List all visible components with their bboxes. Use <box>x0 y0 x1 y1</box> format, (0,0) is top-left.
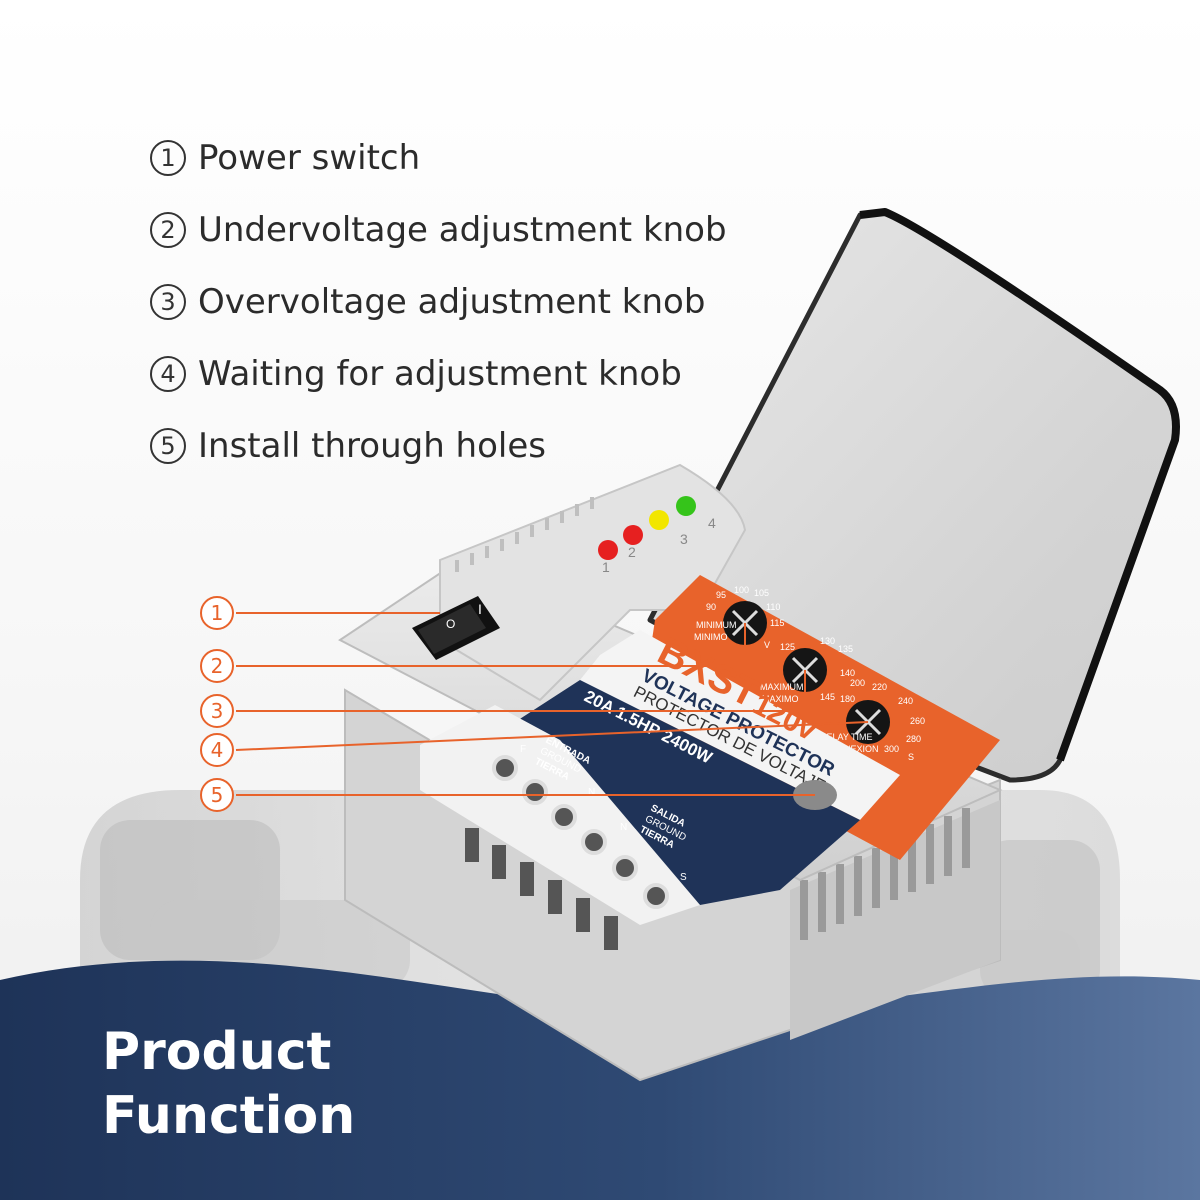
scale3-3: 240 <box>898 696 913 706</box>
knob3-unit: S <box>908 752 914 762</box>
svg-text:O: O <box>446 617 455 631</box>
legend-number: 1 <box>150 140 186 176</box>
scale1-5: 115 <box>770 618 784 628</box>
knob1-unit: V <box>764 640 770 650</box>
feature-legend: 1 Power switch 2 Undervoltage adjustment… <box>150 122 727 482</box>
scale1-3: 105 <box>754 588 769 598</box>
legend-item-power-switch: 1 Power switch <box>150 122 727 194</box>
scale3-5: 280 <box>906 734 921 744</box>
led-label-1: 1 <box>602 559 610 575</box>
callout-2: 2 <box>200 649 234 683</box>
knob1-label2: MINIMO <box>694 632 728 642</box>
callout-1: 1 <box>200 596 234 630</box>
led-label-4: 4 <box>708 515 716 531</box>
terminal-s-label: S <box>680 872 687 883</box>
legend-item-waiting: 4 Waiting for adjustment knob <box>150 338 727 410</box>
legend-number: 3 <box>150 284 186 320</box>
terminal-f-label: F <box>520 744 526 755</box>
led-red-1 <box>598 540 618 560</box>
page-title: Product Function <box>102 1020 355 1148</box>
terminal-n1-label: N <box>588 787 595 798</box>
knob1-label1: MINIMUM <box>696 620 737 630</box>
callout-3: 3 <box>200 694 234 728</box>
led-green <box>676 496 696 516</box>
scale3-1: 200 <box>850 678 865 688</box>
callout-4: 4 <box>200 733 234 767</box>
legend-label: Overvoltage adjustment knob <box>198 282 706 322</box>
led-yellow <box>649 510 669 530</box>
legend-label: Undervoltage adjustment knob <box>198 210 727 250</box>
terminal-panel <box>495 680 860 905</box>
legend-item-overvoltage: 3 Overvoltage adjustment knob <box>150 266 727 338</box>
callout-5: 5 <box>200 778 234 812</box>
scale3-6: 300 <box>884 744 899 754</box>
knob2-label1: MAXIMUM <box>760 682 804 692</box>
knob2-label2: MAXIMO <box>762 694 799 704</box>
scale2-3: 140 <box>840 668 855 678</box>
led-red-2 <box>623 525 643 545</box>
callout-lines <box>235 612 869 796</box>
title-line-1: Product <box>102 1022 332 1082</box>
led-label-2: 2 <box>628 544 636 560</box>
scale1-2: 100 <box>734 585 749 595</box>
scale1-1: 95 <box>716 590 726 600</box>
legend-label: Waiting for adjustment knob <box>198 354 682 394</box>
scale2-2: 135 <box>838 644 853 654</box>
legend-number: 4 <box>150 356 186 392</box>
vents <box>800 808 970 940</box>
terminal-screws <box>492 755 669 909</box>
legend-number: 2 <box>150 212 186 248</box>
scale3-0: 180 <box>840 694 855 704</box>
legend-item-undervoltage: 2 Undervoltage adjustment knob <box>150 194 727 266</box>
legend-number: 5 <box>150 428 186 464</box>
legend-item-install-holes: 5 Install through holes <box>150 410 727 482</box>
svg-text:I: I <box>478 601 482 617</box>
title-line-2: Function <box>102 1086 356 1146</box>
terminal-n2-label: N <box>620 822 627 833</box>
scale1-4: 110 <box>766 602 780 612</box>
power-switch[interactable]: I O <box>412 596 500 660</box>
terminal-slots <box>465 828 618 950</box>
scale2-0: 125 <box>780 642 795 652</box>
legend-label: Install through holes <box>198 426 546 466</box>
scale3-2: 220 <box>872 682 887 692</box>
legend-label: Power switch <box>198 138 421 178</box>
scale1-0: 90 <box>706 602 716 612</box>
led-label-3: 3 <box>680 531 688 547</box>
knob3-label1: DELAY TIME <box>820 732 873 742</box>
scale2-1: 130 <box>820 636 835 646</box>
control-panel <box>640 575 1000 860</box>
scale2-4: 145 <box>820 692 835 702</box>
scale3-4: 260 <box>910 716 925 726</box>
